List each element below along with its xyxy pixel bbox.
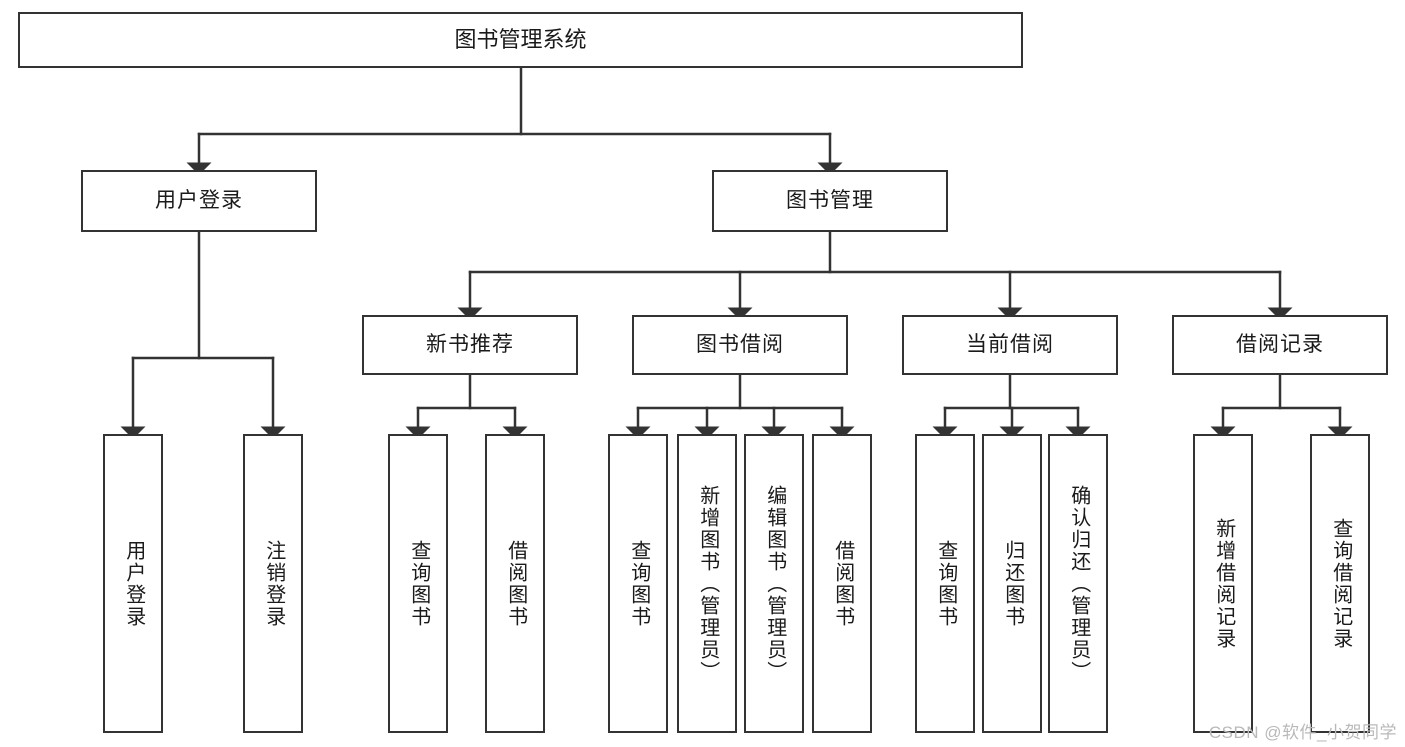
node-label: 归还图书: [1001, 539, 1024, 628]
node-label: 确认归还（管理员）: [1067, 484, 1090, 683]
node-level3-3[interactable]: 借阅记录: [1172, 315, 1388, 375]
node-leaf-6[interactable]: 编辑图书（管理员）: [744, 434, 804, 733]
node-label: 查询图书: [934, 539, 957, 628]
csdn-watermark: CSDN @软件_小贺同学: [1208, 723, 1397, 742]
node-leaf-0[interactable]: 用户登录: [103, 434, 163, 733]
node-label: 新书推荐: [426, 332, 514, 356]
node-leaf-10[interactable]: 确认归还（管理员）: [1048, 434, 1108, 733]
node-label: 用户登录: [155, 188, 243, 212]
node-level2-0[interactable]: 用户登录: [81, 170, 317, 232]
node-label: 用户登录: [122, 539, 145, 628]
node-leaf-7[interactable]: 借阅图书: [812, 434, 872, 733]
node-label: 查询图书: [407, 539, 430, 628]
edge-paths: [120, 66, 1353, 439]
node-label: 借阅图书: [504, 539, 527, 628]
node-leaf-11[interactable]: 新增借阅记录: [1193, 434, 1253, 733]
node-label: 借阅记录: [1236, 332, 1324, 356]
node-root[interactable]: 图书管理系统: [18, 12, 1023, 68]
node-leaf-12[interactable]: 查询借阅记录: [1310, 434, 1370, 733]
node-label: 图书借阅: [696, 332, 784, 356]
node-leaf-1[interactable]: 注销登录: [243, 434, 303, 733]
node-leaf-4[interactable]: 查询图书: [608, 434, 668, 733]
node-label: 当前借阅: [966, 332, 1054, 356]
node-leaf-8[interactable]: 查询图书: [915, 434, 975, 733]
node-level3-0[interactable]: 新书推荐: [362, 315, 578, 375]
node-label: 图书管理: [786, 188, 874, 212]
node-label: 新增图书（管理员）: [696, 484, 719, 683]
node-label: 注销登录: [262, 539, 285, 628]
node-label: 借阅图书: [831, 539, 854, 628]
node-label: 图书管理系统: [454, 27, 587, 53]
node-label: 编辑图书（管理员）: [763, 484, 786, 683]
node-label: 查询借阅记录: [1329, 517, 1352, 650]
node-level2-1[interactable]: 图书管理: [712, 170, 948, 232]
node-label: 查询图书: [627, 539, 650, 628]
node-label: 新增借阅记录: [1212, 517, 1235, 650]
node-level3-1[interactable]: 图书借阅: [632, 315, 848, 375]
node-level3-2[interactable]: 当前借阅: [902, 315, 1118, 375]
node-leaf-2[interactable]: 查询图书: [388, 434, 448, 733]
node-leaf-3[interactable]: 借阅图书: [485, 434, 545, 733]
node-leaf-9[interactable]: 归还图书: [982, 434, 1042, 733]
node-leaf-5[interactable]: 新增图书（管理员）: [677, 434, 737, 733]
